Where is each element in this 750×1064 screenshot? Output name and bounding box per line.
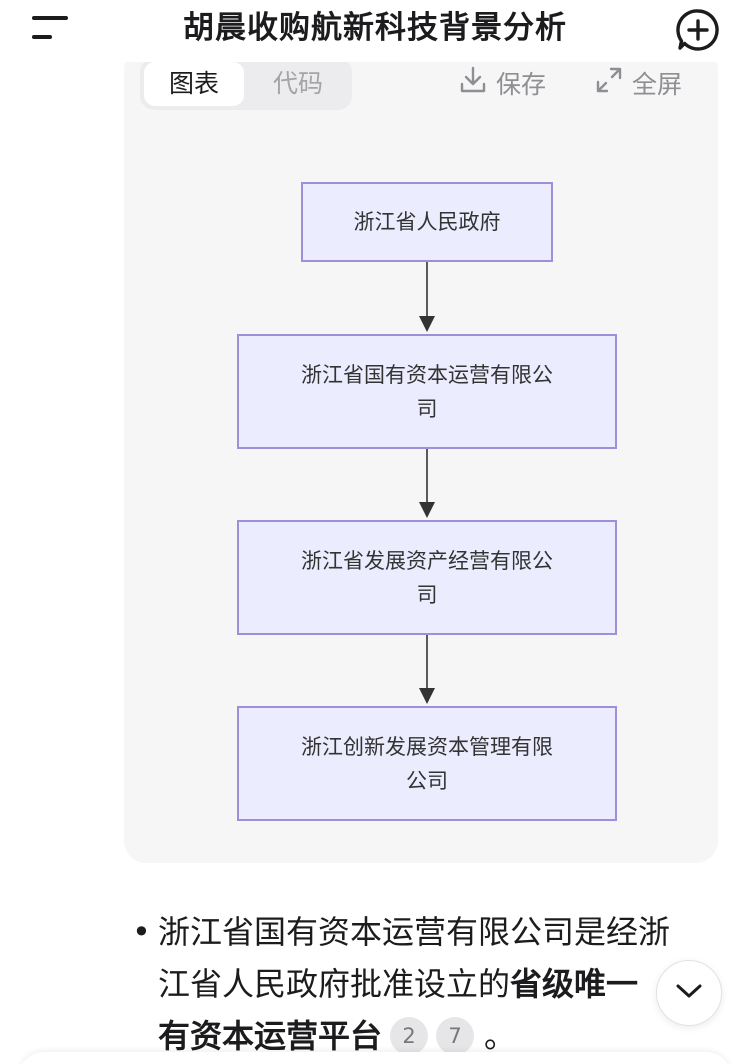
- node-zhejiang-government: 浙江省人民政府: [301, 182, 553, 262]
- input-panel-edge: [18, 1052, 732, 1064]
- menu-icon[interactable]: [30, 14, 70, 44]
- download-icon: [458, 65, 488, 101]
- save-label: 保存: [496, 70, 547, 99]
- answer-line: 江省人民政府批准设立的省级唯一: [158, 958, 718, 1010]
- answer-line: 浙江省国有资本运营有限公司是经浙: [158, 913, 671, 951]
- node-development-asset-management: 浙江省发展资产经营有限公 司: [237, 520, 617, 635]
- answer-emphasis: 有资本运营平台: [158, 1017, 383, 1055]
- node-label-line: 浙江省国有资本运营有限公: [301, 362, 553, 387]
- top-bar: 胡晨收购航新科技背景分析: [0, 0, 750, 62]
- citation-badge[interactable]: 2: [390, 1017, 429, 1055]
- chevron-down-icon: [674, 981, 704, 1005]
- node-label-line: 浙江省发展资产经营有限公: [301, 548, 553, 573]
- fullscreen-button[interactable]: 全屏: [594, 66, 682, 100]
- expand-icon: [594, 65, 624, 101]
- node-label-line: 公司: [406, 768, 448, 793]
- node-label-line: 浙江省人民政府: [353, 210, 501, 234]
- node-label-line: 浙江创新发展资本管理有限: [301, 734, 553, 759]
- flowchart: 浙江省人民政府 浙江省国有资本运营有限公 司 浙江省发展资产经营有限公 司 浙江…: [124, 48, 718, 863]
- answer-period: 。: [484, 1017, 517, 1055]
- scroll-down-button[interactable]: [656, 960, 722, 1026]
- tab-code[interactable]: 代码: [272, 69, 323, 98]
- node-innovation-capital-management: 浙江创新发展资本管理有限 公司: [237, 706, 617, 821]
- plus-circle-icon[interactable]: [676, 8, 720, 52]
- tab-chart[interactable]: 图表: [144, 62, 244, 106]
- citation-badge[interactable]: 7: [436, 1017, 475, 1055]
- view-toggle: 图表 代码: [140, 58, 352, 110]
- bullet: •: [132, 913, 151, 951]
- node-label-line: 司: [416, 396, 438, 421]
- answer-paragraph: 浙江省国有资本运营有限公司是经浙 江省人民政府批准设立的省级唯一 有资本运营平台…: [158, 906, 718, 1062]
- save-button[interactable]: 保存: [458, 66, 546, 100]
- answer-emphasis: 省级唯一: [510, 965, 639, 1003]
- diagram-card: 图表 代码 保存 全屏: [124, 48, 718, 863]
- answer-text: 江省人民政府批准设立的: [158, 965, 511, 1003]
- fullscreen-label: 全屏: [632, 70, 683, 99]
- flowchart-edges: [419, 262, 435, 704]
- node-state-capital-operation: 浙江省国有资本运营有限公 司: [237, 334, 617, 449]
- node-label-line: 司: [416, 582, 438, 607]
- page-title: 胡晨收购航新科技背景分析: [183, 10, 567, 46]
